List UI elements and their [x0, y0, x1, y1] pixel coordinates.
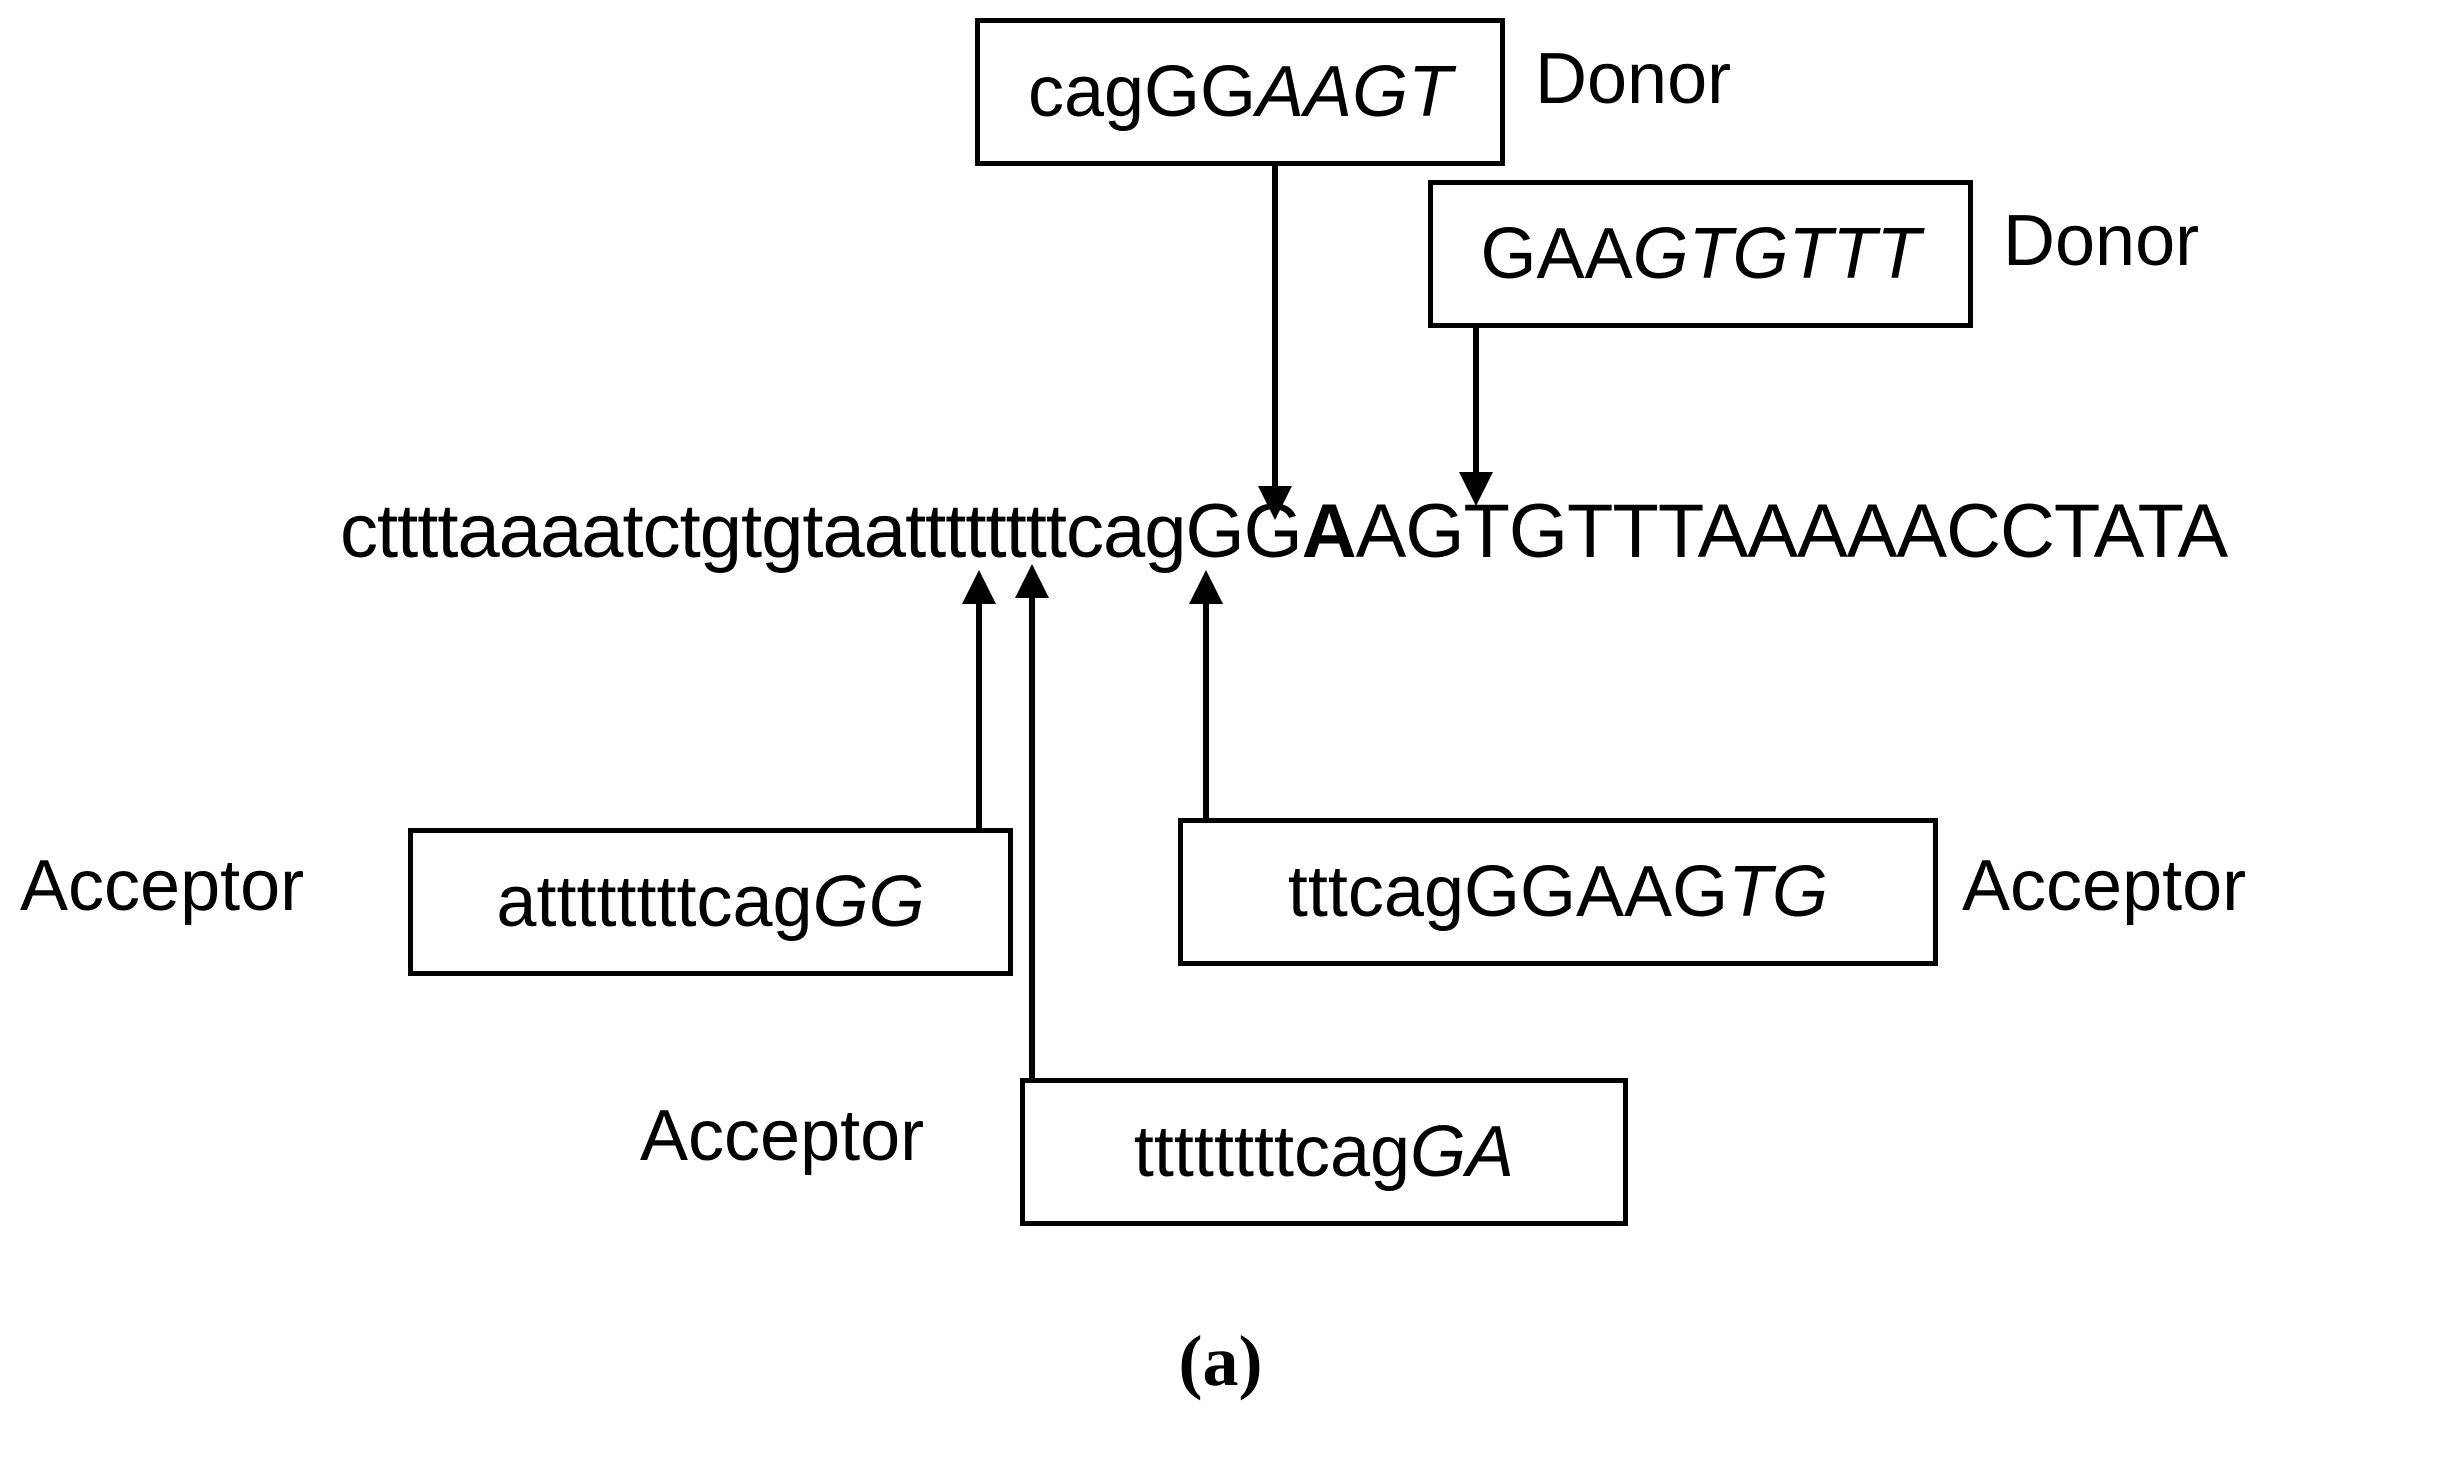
sequence-variant-base: A [1301, 489, 1357, 574]
donor-2-connector-line [1473, 328, 1479, 490]
acceptor-left-italic-sequence: GG [812, 862, 925, 942]
acceptor-left-label: Acceptor [20, 846, 305, 926]
donor-1-italic-sequence: AAGT [1256, 52, 1453, 132]
acceptor-right-label: Acceptor [1962, 846, 2247, 926]
sequence-suffix: AGTGTTTAAAAACCTATA [1355, 489, 2229, 574]
donor-2-label: Donor [2003, 201, 2200, 281]
acceptor-right-plain-sequence: tttcagGGAAG [1287, 852, 1729, 932]
donor-2-italic-sequence: GTGTTT [1632, 214, 1921, 294]
donor-1-label: Donor [1535, 39, 1732, 119]
acceptor-bottom-arrowhead-icon [1015, 564, 1049, 598]
acceptor-left-plain-sequence: attttttttcag [496, 862, 813, 942]
donor-1-connector-line [1272, 166, 1278, 506]
acceptor-right-connector-line [1203, 594, 1209, 820]
acceptor-left-arrowhead-icon [962, 570, 996, 604]
donor-1-arrowhead-icon [1258, 486, 1292, 520]
donor-2-arrowhead-icon [1459, 472, 1493, 506]
acceptor-right-arrowhead-icon [1189, 570, 1223, 604]
sequence-prefix: cttttaaaatctgtgtaattttttttcagGG [340, 489, 1303, 574]
acceptor-bottom-connector-line [1029, 594, 1035, 1080]
acceptor-right-italic-sequence: TG [1728, 852, 1829, 932]
panel-label: (a) [1178, 1321, 1263, 1401]
acceptor-bottom-label: Acceptor [640, 1096, 925, 1176]
acceptor-bottom-plain-sequence: ttttttttcag [1133, 1112, 1411, 1192]
main-dna-sequence: cttttaaaatctgtgtaattttttttcagGGAAGTGTTTA… [340, 487, 2228, 577]
donor-2-plain-sequence: GAA [1480, 214, 1633, 294]
acceptor-left-connector-line [976, 594, 982, 830]
donor-1-plain-sequence: cagGG [1027, 52, 1257, 132]
acceptor-bottom-italic-sequence: GA [1410, 1112, 1515, 1192]
